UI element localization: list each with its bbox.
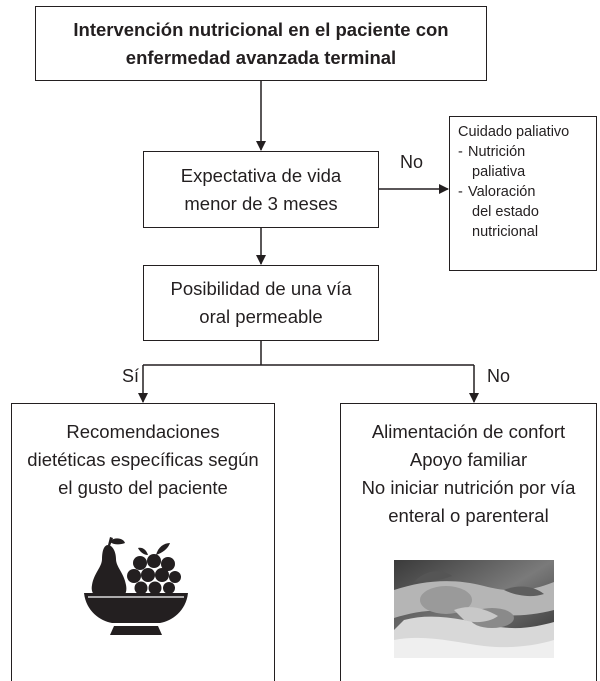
life-expectancy-box: Expectativa de vida menor de 3 meses bbox=[143, 151, 379, 228]
recommendations-line-2: dietéticas específicas según bbox=[27, 449, 259, 470]
comfort-line-4: enteral o parenteral bbox=[388, 505, 549, 526]
title-line-2: enfermedad avanzada terminal bbox=[125, 46, 397, 68]
palliative-item-text: del estado bbox=[472, 204, 539, 220]
oral-route-box: Posibilidad de una vía oral permeable bbox=[143, 265, 379, 341]
palliative-item-assessment: - Valoración del estado nutricional bbox=[458, 182, 539, 242]
title-line-1: Intervención nutricional en el paciente … bbox=[73, 18, 449, 40]
oral-route-line-2: oral permeable bbox=[199, 306, 323, 327]
palliative-item-text: paliativa bbox=[472, 164, 526, 180]
bullet-dash: - bbox=[458, 144, 463, 160]
palliative-heading: Cuidado paliativo bbox=[458, 124, 570, 140]
edge-label-no-comfort: No bbox=[487, 366, 511, 386]
comfort-line-1: Alimentación de confort bbox=[371, 421, 566, 442]
comfort-line-3: No iniciar nutrición por vía bbox=[361, 477, 576, 498]
palliative-item-nutrition: - Nutrición paliativa bbox=[458, 142, 525, 182]
recommendations-line-1: Recomendaciones bbox=[66, 421, 220, 442]
edge-label-si: Sí bbox=[122, 366, 140, 386]
oral-route-line-1: Posibilidad de una vía bbox=[170, 278, 352, 299]
palliative-item-text: Valoración bbox=[468, 184, 536, 200]
patient-hands-photo bbox=[394, 560, 554, 658]
bullet-dash: - bbox=[458, 184, 463, 200]
edge-label-no-palliative: No bbox=[400, 152, 424, 172]
life-expectancy-line-2: menor de 3 meses bbox=[184, 192, 338, 214]
palliative-item-text: nutricional bbox=[472, 224, 539, 240]
recommendations-line-3: el gusto del paciente bbox=[58, 477, 228, 498]
palliative-item-text: Nutrición bbox=[468, 144, 526, 160]
life-expectancy-line-1: Expectativa de vida bbox=[180, 164, 342, 186]
comfort-line-2: Apoyo familiar bbox=[409, 449, 528, 470]
title-box: Intervención nutricional en el paciente … bbox=[35, 6, 487, 81]
palliative-care-box: Cuidado paliativo - Nutrición paliativa … bbox=[449, 116, 597, 271]
fruit-basket-icon bbox=[84, 537, 188, 635]
